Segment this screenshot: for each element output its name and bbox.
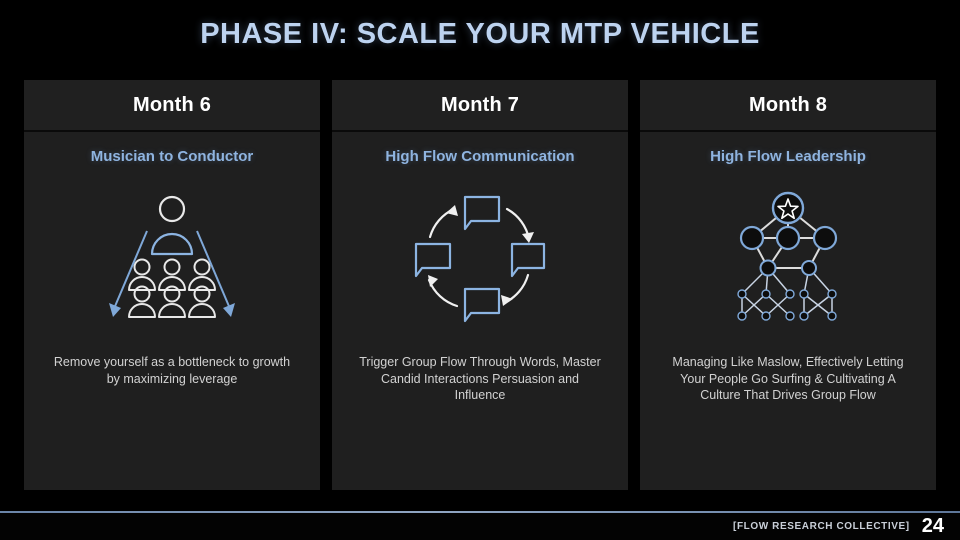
page-title: PHASE IV: SCALE YOUR MTP VEHICLE [200, 18, 760, 50]
icon-container [24, 176, 320, 336]
speech-bubble-cycle-icon [408, 189, 553, 324]
card-body-month-6: Musician to Conductor [24, 132, 320, 490]
brand-label: [FLOW RESEARCH COLLECTIVE] [733, 521, 910, 532]
card-header-month-7: Month 7 [332, 80, 628, 132]
footer-bar [0, 513, 960, 540]
icon-container [640, 176, 936, 336]
leadership-network-icon [726, 186, 851, 326]
footer-content: [FLOW RESEARCH COLLECTIVE] 24 [733, 515, 944, 538]
card-month-7[interactable]: Month 7 High Flow Communication [332, 80, 628, 490]
card-header-label: Month 7 [440, 93, 520, 116]
org-delegation-icon [97, 191, 247, 321]
card-month-6[interactable]: Month 6 Musician to Conductor [24, 80, 320, 490]
card-body-month-8: High Flow Leadership [640, 132, 936, 490]
card-description: Trigger Group Flow Through Words, Master… [359, 355, 601, 402]
icon-container [332, 176, 628, 336]
card-description: Managing Like Maslow, Effectively Lettin… [672, 355, 904, 402]
card-description: Remove yourself as a bottleneck to growt… [53, 355, 291, 386]
page-number: 24 [921, 515, 944, 537]
card-month-8[interactable]: Month 8 High Flow Leadership [640, 80, 936, 490]
card-header-label: Month 6 [132, 93, 212, 116]
card-header-label: Month 8 [748, 93, 828, 116]
card-header-month-6: Month 6 [24, 80, 320, 132]
card-header-month-8: Month 8 [640, 80, 936, 132]
card-subtitle: Musician to Conductor [90, 148, 254, 165]
card-subtitle: High Flow Leadership [710, 148, 866, 165]
card-subtitle: High Flow Communication [385, 148, 575, 165]
card-body-month-7: High Flow Communication [332, 132, 628, 490]
footer-divider [0, 511, 960, 513]
cards-row: Month 6 Musician to Conductor [24, 80, 936, 490]
